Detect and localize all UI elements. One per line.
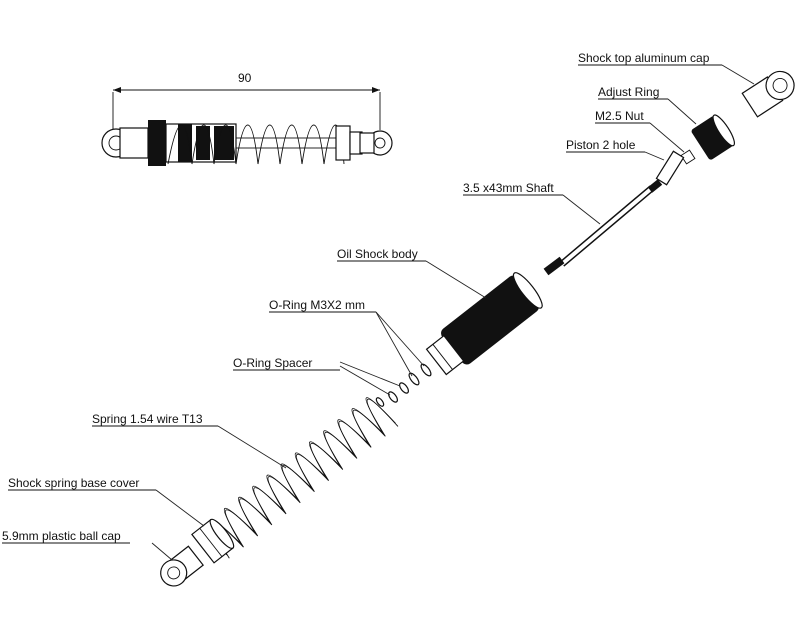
dimension-value: 90 bbox=[238, 71, 252, 85]
label-body: Oil Shock body bbox=[337, 247, 487, 299]
label-piston: Piston 2 hole bbox=[566, 138, 665, 161]
assembled-shock bbox=[101, 120, 393, 166]
svg-text:Oil Shock body: Oil Shock body bbox=[337, 247, 418, 261]
label-shaft: 3.5 x43mm Shaft bbox=[463, 181, 601, 225]
svg-text:Spring 1.54 wire T13: Spring 1.54 wire T13 bbox=[92, 412, 203, 426]
label-nut: M2.5 Nut bbox=[595, 109, 685, 153]
label-adjust-ring: Adjust Ring bbox=[598, 85, 697, 125]
svg-text:Adjust Ring: Adjust Ring bbox=[598, 85, 659, 99]
svg-text:O-Ring M3X2 mm: O-Ring M3X2 mm bbox=[269, 298, 365, 312]
svg-text:Shock spring base cover: Shock spring base cover bbox=[8, 476, 139, 490]
svg-text:Piston 2 hole: Piston 2 hole bbox=[566, 138, 636, 152]
svg-text:Shock top aluminum cap: Shock top aluminum cap bbox=[578, 51, 710, 65]
shock-top-aluminum-cap bbox=[741, 70, 795, 118]
label-spring: Spring 1.54 wire T13 bbox=[92, 412, 287, 469]
oil-shock-body bbox=[425, 272, 543, 376]
o-ring-spacers bbox=[375, 382, 409, 407]
m25-nut bbox=[680, 149, 696, 165]
adjust-ring bbox=[691, 114, 736, 160]
plastic-ball-cap bbox=[160, 545, 204, 587]
svg-text:5.9mm plastic ball cap: 5.9mm plastic ball cap bbox=[2, 529, 121, 543]
shaft-3-5x43mm bbox=[543, 179, 663, 276]
svg-text:O-Ring Spacer: O-Ring Spacer bbox=[233, 356, 312, 370]
label-base-cover: Shock spring base cover bbox=[8, 476, 205, 527]
shock-spring-base-cover bbox=[191, 518, 235, 564]
label-spacer: O-Ring Spacer bbox=[233, 356, 401, 396]
label-oring: O-Ring M3X2 mm bbox=[269, 298, 425, 377]
spring-1-54-wire bbox=[209, 397, 399, 559]
label-top-cap: Shock top aluminum cap bbox=[578, 51, 755, 85]
svg-text:M2.5 Nut: M2.5 Nut bbox=[595, 109, 644, 123]
dimension-90: 90 bbox=[112, 71, 381, 130]
piston-2-hole bbox=[655, 150, 685, 186]
label-ball-cap: 5.9mm plastic ball cap bbox=[2, 529, 173, 561]
svg-text:3.5 x43mm Shaft: 3.5 x43mm Shaft bbox=[463, 181, 554, 195]
